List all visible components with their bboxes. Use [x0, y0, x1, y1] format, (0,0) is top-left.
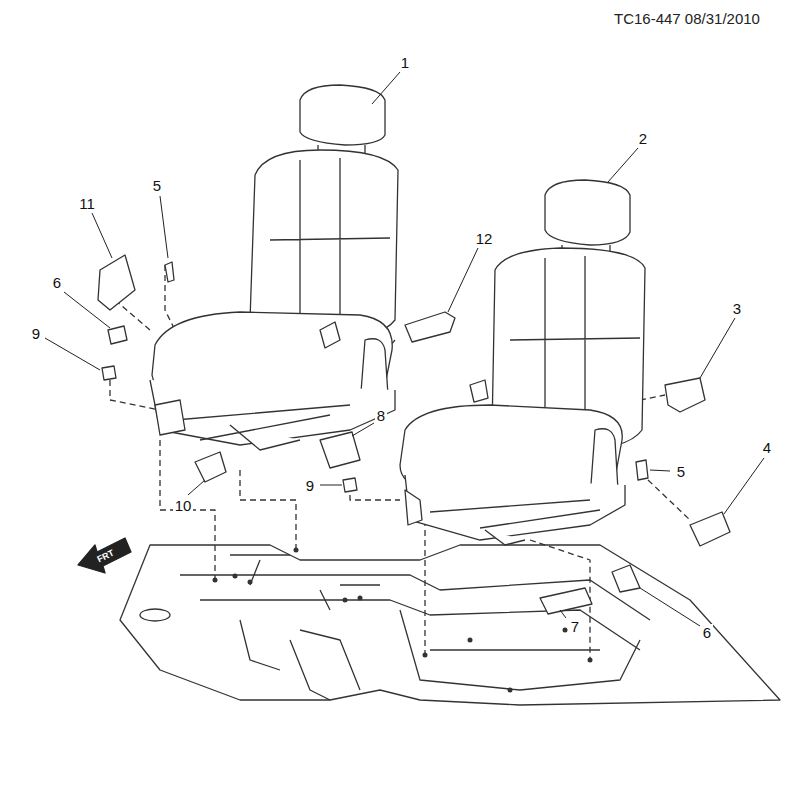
drawing-stroke	[640, 588, 700, 626]
drawing-stroke	[358, 596, 363, 601]
callout-number: 7	[569, 618, 581, 635]
drawing-stroke	[700, 318, 735, 378]
callout-number: 5	[675, 463, 687, 480]
floor-pan	[120, 545, 780, 705]
callout-number: 6	[701, 624, 713, 641]
drawing-stroke	[470, 380, 488, 402]
drawing-stroke	[120, 545, 780, 705]
callout-number: 8	[375, 407, 387, 424]
callout-number: 2	[637, 130, 649, 147]
callout-number: 6	[51, 274, 63, 291]
callout-number: 4	[761, 439, 773, 456]
drawing-stroke	[320, 322, 340, 348]
drawing-stroke	[294, 548, 299, 553]
drawing-stroke	[250, 150, 398, 340]
drawing-stroke	[508, 688, 513, 693]
drawing-stroke	[724, 458, 764, 514]
drawing-stroke	[430, 649, 600, 650]
drawing-stroke	[188, 480, 205, 495]
drawing-stroke	[352, 423, 374, 436]
drawing-stroke	[233, 574, 238, 579]
drawing-stroke	[350, 485, 400, 500]
callout-number: 12	[474, 230, 495, 247]
drawing-stroke	[64, 292, 110, 328]
drawing-stroke	[92, 213, 112, 258]
drawing-stroke	[468, 638, 473, 643]
drawing-stroke	[270, 158, 390, 335]
figure-code: TC16-447 08/31/2010	[612, 10, 762, 27]
drawing-stroke	[405, 312, 455, 342]
drawing-stroke	[98, 255, 135, 310]
drawing-stroke	[300, 85, 385, 145]
drawing-stroke	[563, 628, 568, 633]
drawing-stroke	[213, 548, 593, 693]
drawing-stroke	[608, 148, 638, 182]
drawing-stroke	[165, 262, 174, 282]
drawing-stroke	[612, 565, 640, 592]
drawing-stroke	[45, 72, 780, 705]
drawing-stroke	[230, 555, 380, 610]
drawing-stroke	[240, 620, 280, 670]
drawing-stroke	[430, 500, 600, 528]
drawing-stroke	[665, 378, 705, 412]
drawing-stroke	[485, 530, 525, 545]
drawing-stroke	[400, 610, 640, 690]
front-arrow	[78, 538, 131, 573]
drawing-stroke	[180, 575, 650, 620]
drawing-stroke	[560, 610, 566, 618]
drawing-stroke	[372, 72, 400, 104]
drawing-stroke	[690, 512, 730, 546]
drawing-stroke	[343, 478, 357, 492]
callout-number: 3	[731, 300, 743, 317]
callout-number: 10	[173, 497, 194, 514]
drawing-stroke	[650, 470, 670, 471]
callout-number: 11	[77, 195, 97, 212]
drawing-stroke	[320, 485, 342, 486]
drawing-stroke	[343, 598, 348, 603]
drawing-stroke	[424, 520, 425, 655]
drawing-stroke	[140, 609, 170, 621]
callout-number: 9	[304, 477, 316, 494]
drawing-stroke	[102, 366, 116, 380]
drawing-stroke	[195, 452, 226, 482]
drawing-stroke	[320, 432, 360, 468]
drawing-stroke	[636, 460, 648, 480]
drawing-stroke	[115, 300, 150, 330]
front-label: FRT	[96, 548, 116, 564]
drawing-stroke	[155, 400, 185, 435]
drawing-stroke	[213, 578, 218, 583]
drawing-stroke	[290, 640, 330, 700]
drawing-stroke	[45, 338, 100, 370]
drawing-stroke	[545, 180, 630, 245]
drawing-stroke	[648, 480, 690, 520]
callout-number: 1	[399, 54, 411, 71]
drawing-stroke	[405, 490, 422, 525]
callout-number: 9	[30, 325, 42, 342]
drawing-stroke	[160, 196, 168, 258]
drawing-stroke	[405, 475, 625, 540]
passenger-seat	[400, 180, 645, 545]
drawing-stroke	[248, 580, 253, 585]
drawing-stroke	[540, 588, 592, 614]
drawing-stroke	[78, 538, 131, 573]
drawing-stroke	[240, 470, 296, 548]
driver-seat	[150, 85, 398, 450]
trim-parts	[98, 255, 730, 614]
drawing-stroke	[108, 326, 127, 344]
leader-line	[45, 72, 764, 626]
drawing-stroke	[448, 248, 478, 312]
callout-number: 5	[151, 177, 163, 194]
drawing-stroke	[640, 395, 665, 400]
drawing-stroke	[300, 630, 360, 690]
